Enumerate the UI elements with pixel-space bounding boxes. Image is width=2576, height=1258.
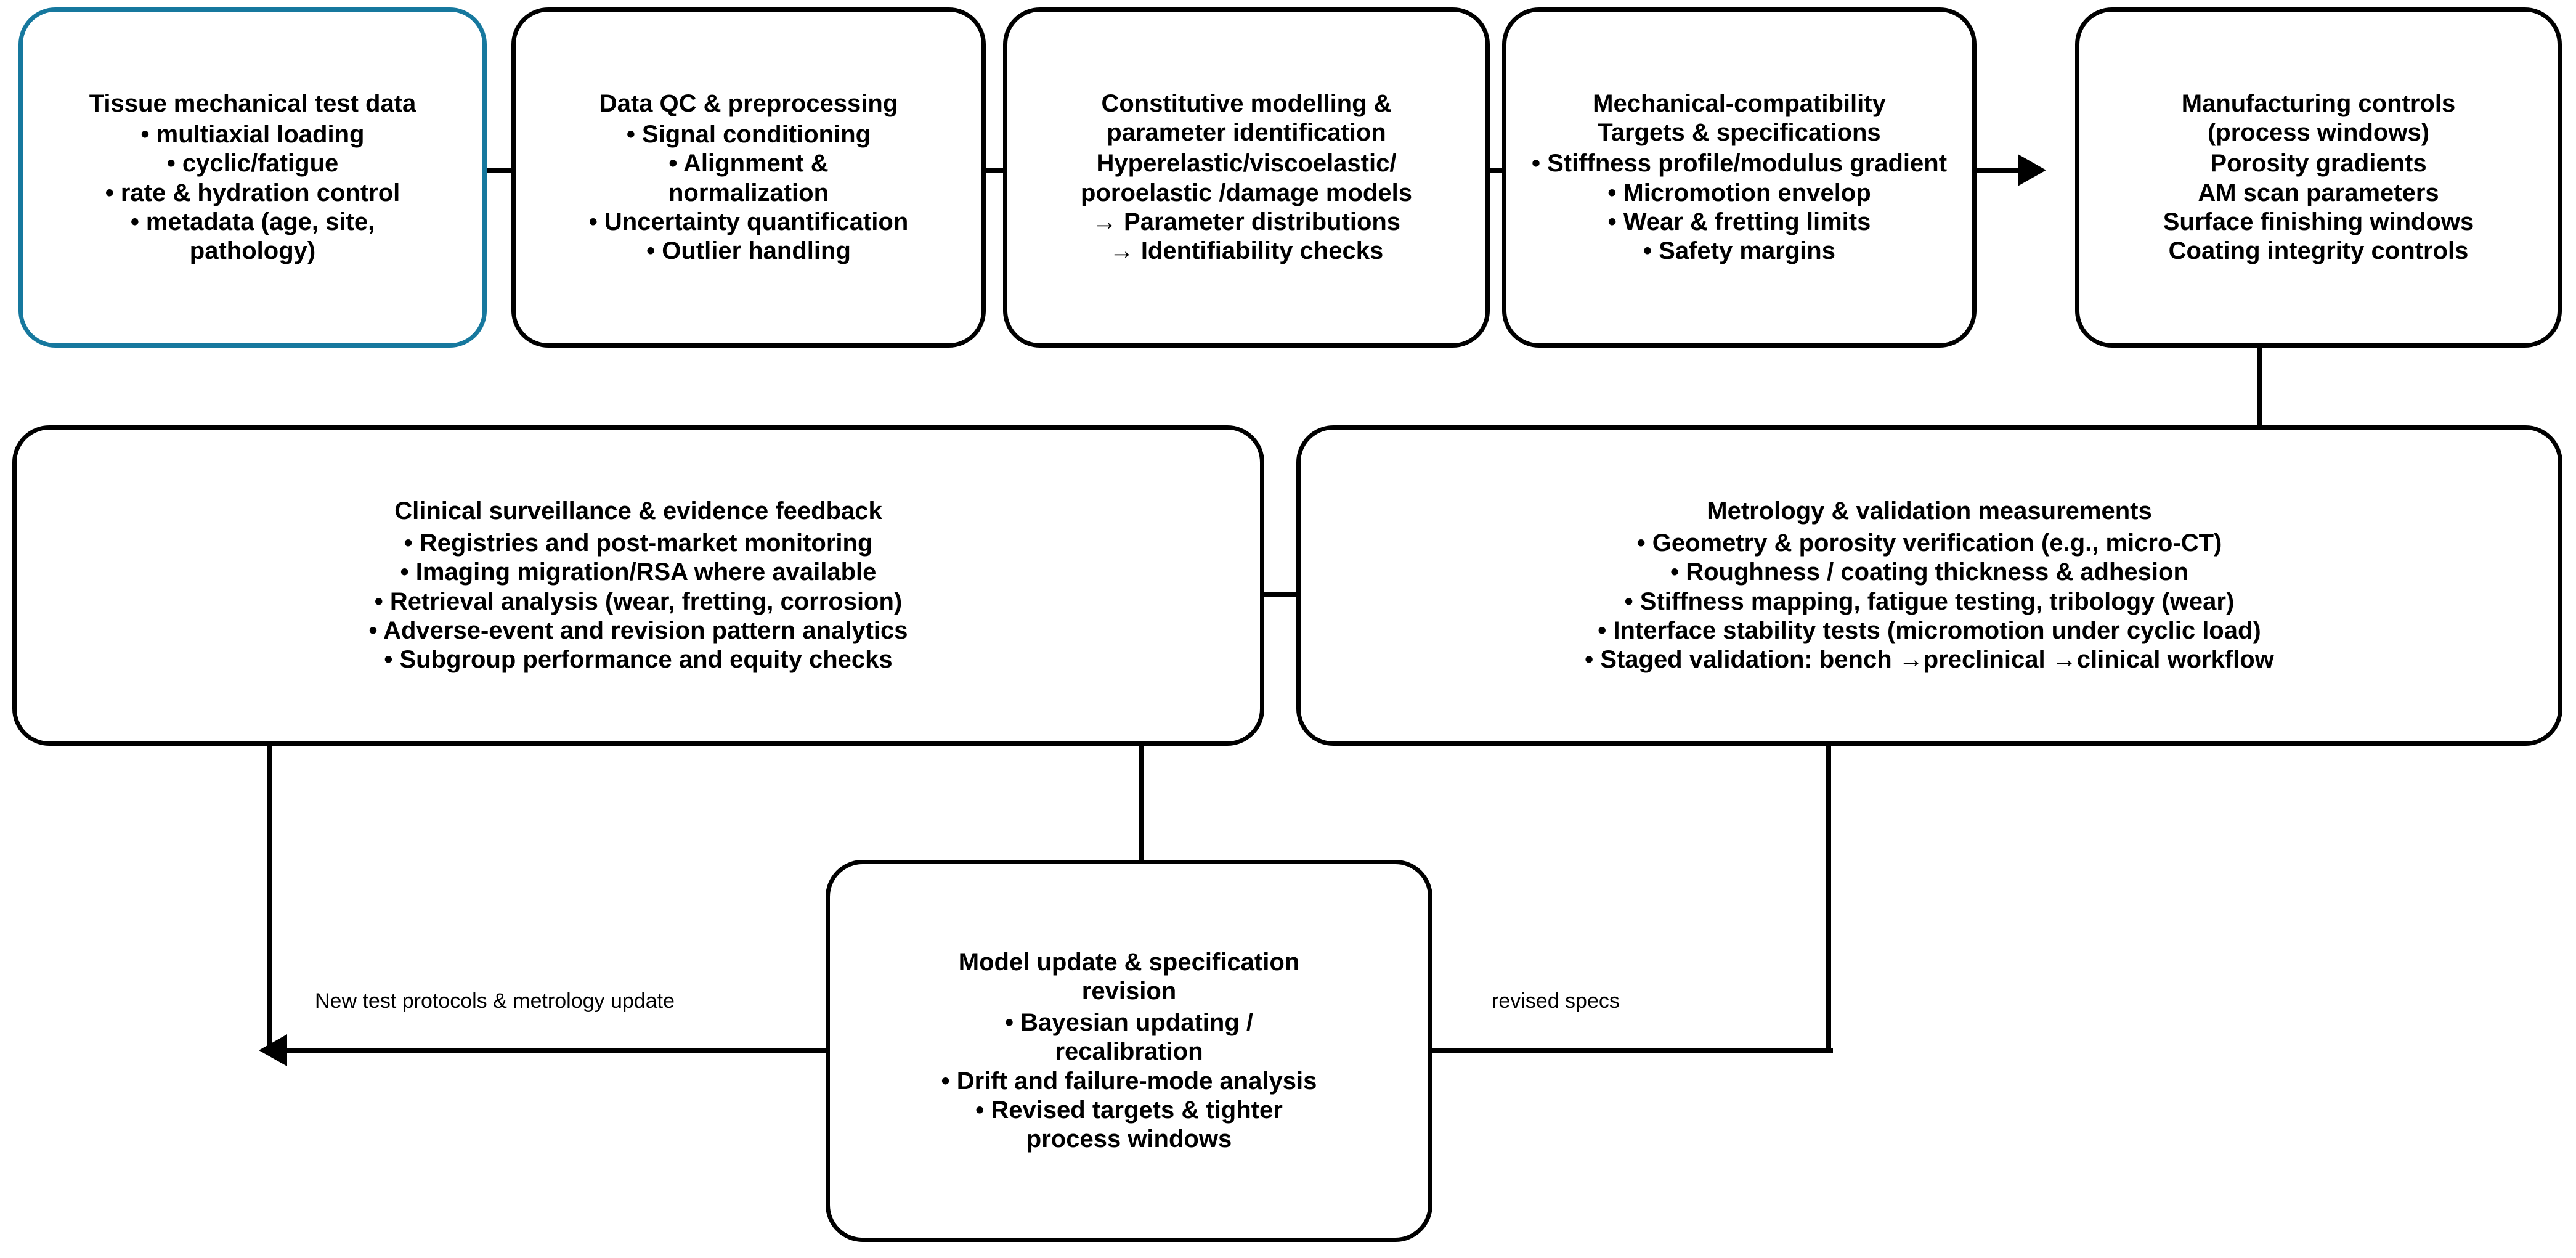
edge-label-new-test-protocols: New test protocols & metrology update [311,989,678,1013]
node-manufacturing-controls[interactable]: Manufacturing controls (process windows)… [2075,7,2562,348]
node-line: • Interface stability tests (micromotion… [1598,616,2261,644]
node-line: • Signal conditioning [626,121,871,149]
node-title: Tissue mechanical test data [89,89,416,117]
node-line: Porosity gradients [2210,150,2427,178]
node-line: • Revised targets & tighter process wind… [975,1096,1283,1153]
node-title: Data QC & preprocessing [599,89,898,117]
node-line: • Safety margins [1643,237,1835,264]
node-constitutive-modelling[interactable]: Constitutive modelling & parameter ident… [1003,7,1490,348]
node-line: • Retrieval analysis (wear, fretting, co… [374,587,903,615]
node-line: • Roughness / coating thickness & adhesi… [1670,558,2188,586]
connector-tissue-to-qc [479,168,540,173]
node-line: • rate & hydration control [105,179,400,206]
node-line: • Outlier handling [646,237,851,264]
node-line: • Geometry & porosity verification (e.g.… [1636,529,2222,557]
connector-modelupdate-to-metrology-horizontal [1389,1048,1833,1053]
node-line: Hyperelastic/viscoelastic/ [1096,150,1397,178]
edge-label-revised-specs: revised specs [1488,989,1623,1013]
connector-mechcompat-to-manufacturing [1960,168,2022,173]
node-line: • Subgroup performance and equity checks [384,645,893,673]
node-title: Metrology & validation measurements [1707,497,2152,525]
arrowhead-left-icon [259,1034,287,1066]
node-data-qc-preprocessing[interactable]: Data QC & preprocessing • Signal conditi… [511,7,986,348]
node-line: • Bayesian updating / recalibration [1005,1009,1253,1066]
node-line: • Staged validation: bench →preclinical … [1585,645,2274,673]
connector-qc-to-constitutive [970,168,1032,173]
connector-modelupdate-to-metrology-vertical [1826,733,1831,1051]
node-line: • Registries and post-market monitoring [404,529,873,557]
node-line: • Wear & fretting limits [1607,208,1871,235]
node-clinical-surveillance[interactable]: Clinical surveillance & evidence feedbac… [12,425,1264,746]
node-mechanical-compatibility[interactable]: Mechanical-compatibility Targets & speci… [1502,7,1977,348]
node-line: • Micromotion envelop [1607,179,1871,206]
node-line: • Alignment & normalization [668,150,829,206]
node-line: Surface finishing windows [2163,208,2474,235]
node-title: Clinical surveillance & evidence feedbac… [394,497,882,525]
node-line: AM scan parameters [2198,179,2439,206]
node-metrology-validation[interactable]: Metrology & validation measurements • Ge… [1296,425,2562,746]
node-line: • Drift and failure-mode analysis [941,1067,1317,1095]
arrowhead-right-icon [2018,154,2046,186]
node-line: • Stiffness mapping, fatigue testing, tr… [1624,587,2235,615]
connector-modelupdate-to-clinical-vertical [267,724,272,1051]
node-line: • Imaging migration/RSA where available [400,558,877,586]
connector-clinical-to-modelupdate [1139,746,1144,878]
node-tissue-mechanical-test-data[interactable]: Tissue mechanical test data • multiaxial… [18,7,487,348]
node-line: • Adverse-event and revision pattern ana… [368,616,908,644]
connector-modelupdate-to-clinical-horizontal [283,1048,832,1053]
node-title: Mechanical-compatibility Targets & speci… [1593,89,1886,147]
node-line: • multiaxial loading [140,121,365,149]
node-line: • Stiffness profile/modulus gradient [1531,150,1948,178]
node-line: → Parameter distributions [1092,208,1401,235]
node-line: • metadata (age, site, pathology) [130,208,375,264]
node-line: • Uncertainty quantification [588,208,909,235]
node-title: Manufacturing controls (process windows) [2181,89,2456,147]
node-title: Model update & specification revision [958,948,1300,1005]
node-model-update-specification-revision[interactable]: Model update & specification revision • … [826,860,1432,1242]
node-line: • cyclic/fatigue [166,150,339,178]
node-line: poroelastic /damage models [1081,179,1412,206]
connector-manufacturing-to-metrology [2257,259,2262,462]
node-title: Constitutive modelling & parameter ident… [1101,89,1392,147]
node-line: → Identifiability checks [1109,237,1384,264]
node-line: Coating integrity controls [2168,237,2469,264]
